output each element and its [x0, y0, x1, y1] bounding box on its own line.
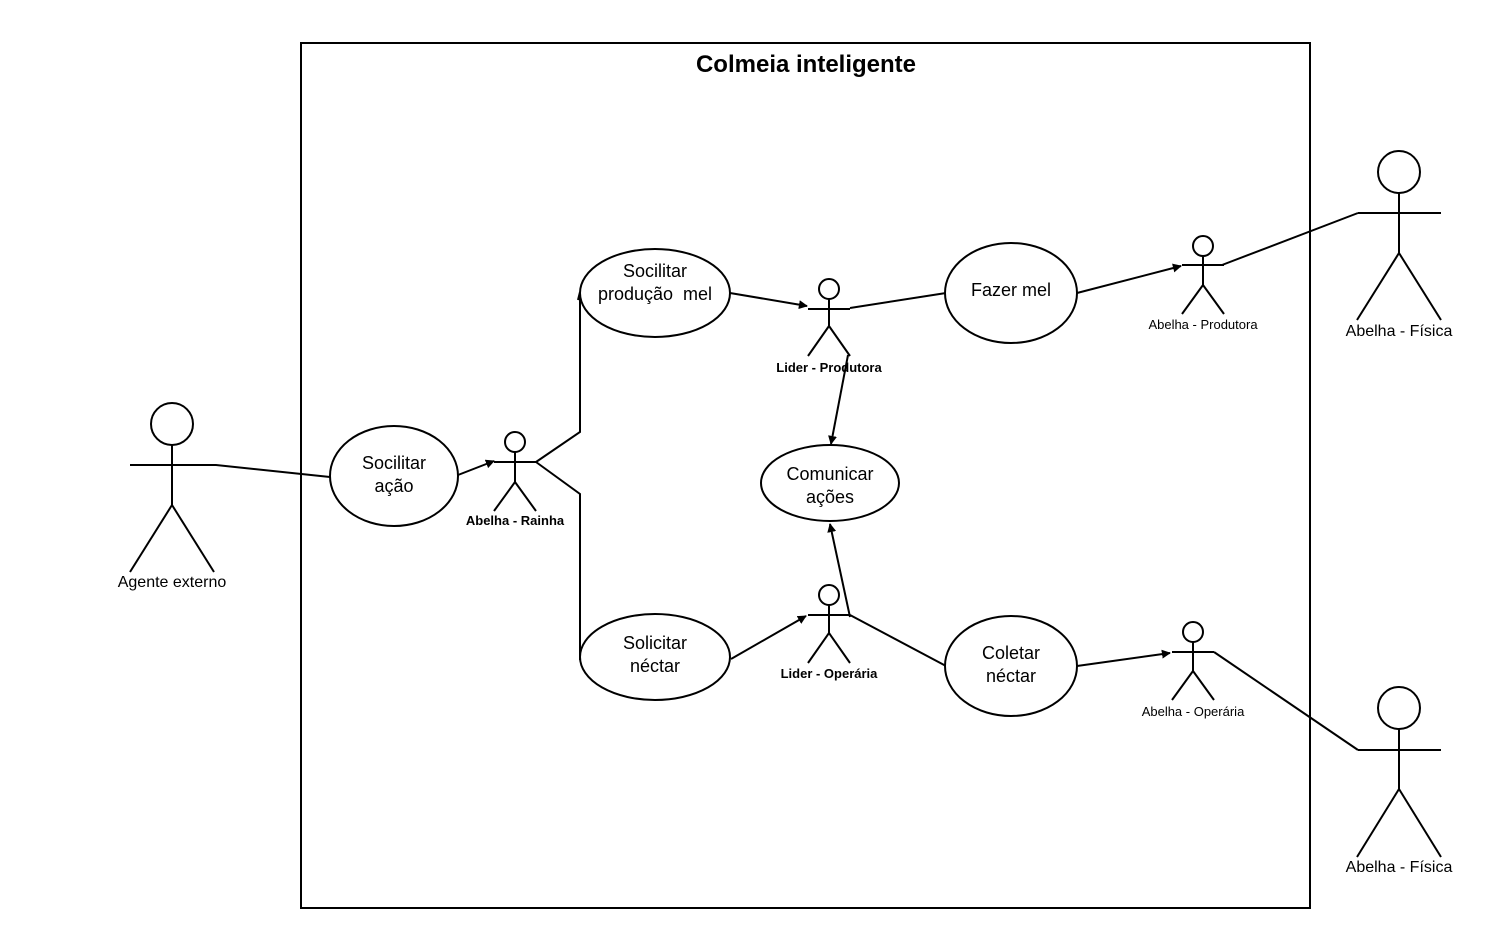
- actor-abelha-fisica-bottom: Abelha - Física: [1346, 686, 1453, 876]
- system-title: Colmeia inteligente: [696, 51, 916, 78]
- actor-abelha-operaria: Abelha - Operária: [1142, 621, 1245, 719]
- link-rainha-nectar: [535, 461, 581, 660]
- use-case-coletar-nectar: Coletar néctar: [944, 615, 1078, 717]
- use-case-label: néctar: [986, 666, 1036, 686]
- system-boundary: [300, 42, 1311, 909]
- link-fazer-mel-abelha-produtora: [1076, 263, 1182, 294]
- use-case-label: ações: [806, 487, 854, 507]
- link-lider-produtora-comunicar: [828, 354, 849, 445]
- actor-label: Lider - Operária: [781, 666, 879, 681]
- link-lider-produtora-fazer-mel: [849, 292, 947, 309]
- link-producao-lider-produtora: [729, 292, 808, 310]
- link-agente-socilitar-acao: [212, 464, 331, 478]
- use-case-fazer-mel: Fazer mel: [944, 242, 1078, 344]
- actor-label: Lider - Produtora: [776, 360, 882, 375]
- connectors: [212, 212, 1359, 751]
- use-case-socilitar-producao-mel: Socilitar produção mel: [579, 248, 731, 338]
- actor-label: Abelha - Física: [1346, 323, 1453, 340]
- actor-lider-produtora: Lider - Produtora: [776, 278, 882, 375]
- link-abelha-operaria-fisica: [1213, 651, 1359, 751]
- use-case-label: ação: [374, 476, 413, 496]
- link-abelha-produtora-fisica: [1221, 212, 1359, 266]
- link-rainha-producao: [535, 291, 581, 463]
- actor-label: Abelha - Operária: [1142, 704, 1245, 719]
- use-case-label: Fazer mel: [971, 280, 1051, 300]
- actor-lider-operaria: Lider - Operária: [781, 584, 879, 681]
- actor-label: Abelha - Física: [1346, 859, 1453, 876]
- use-case-label: néctar: [630, 656, 680, 676]
- use-case-label: Coletar: [982, 643, 1040, 663]
- use-case-label: Comunicar: [786, 464, 873, 484]
- actor-label: Agente externo: [118, 574, 227, 591]
- actor-abelha-produtora: Abelha - Produtora: [1148, 235, 1258, 332]
- use-case-label: Socilitar: [362, 453, 426, 473]
- link-coletar-abelha-operaria: [1076, 649, 1171, 667]
- link-nectar-lider-operaria: [730, 615, 807, 660]
- actor-label: Abelha - Produtora: [1148, 317, 1258, 332]
- use-case-label: produção mel: [598, 284, 712, 304]
- use-case-socilitar-acao: Socilitar ação: [329, 425, 459, 527]
- actor-abelha-fisica-top: Abelha - Física: [1346, 150, 1453, 340]
- use-case-solicitar-nectar: Solicitar néctar: [579, 613, 731, 701]
- actor-label: Abelha - Rainha: [466, 513, 565, 528]
- link-socilitar-acao-rainha: [457, 459, 495, 476]
- actor-abelha-rainha: Abelha - Rainha: [466, 431, 565, 528]
- use-case-comunicar-acoes: Comunicar ações: [760, 444, 900, 522]
- use-case-label: Solicitar: [623, 633, 687, 653]
- link-lider-operaria-coletar: [849, 614, 947, 667]
- actor-agente-externo: Agente externo: [118, 402, 227, 591]
- link-lider-operaria-comunicar: [827, 523, 851, 618]
- use-case-label: Socilitar: [623, 261, 687, 281]
